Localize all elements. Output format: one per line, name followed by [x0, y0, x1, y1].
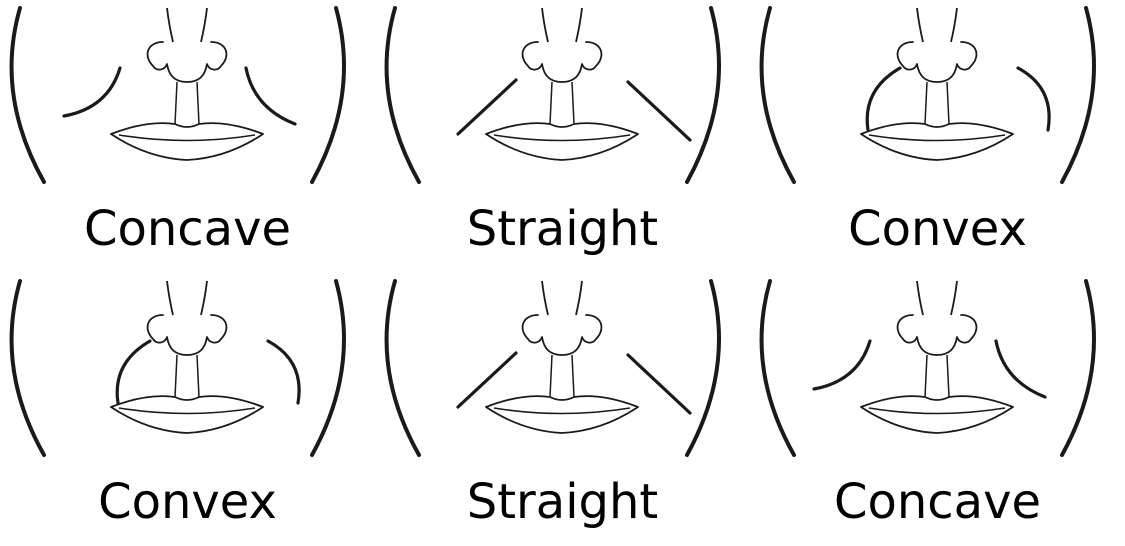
fold-line-left [64, 68, 120, 116]
face-drawing [375, 0, 750, 200]
nose-bridge-right [201, 281, 207, 315]
panel-label: Straight [375, 205, 750, 253]
face-drawing [750, 273, 1125, 473]
nose-bridge-right [576, 281, 582, 315]
face-outline-right [1062, 8, 1094, 182]
panel-label: Straight [375, 478, 750, 526]
lips [111, 396, 263, 433]
nose-bridge-left [167, 8, 173, 42]
nose-bridge-left [542, 281, 548, 315]
nose-shape [523, 315, 602, 355]
face-drawing [0, 273, 375, 473]
lips [486, 123, 638, 160]
fold-line-left [117, 341, 150, 403]
philtrum-right [197, 82, 199, 124]
panel-label: Convex [0, 478, 375, 526]
nose-shape [523, 42, 602, 82]
panel-label: Concave [0, 205, 375, 253]
fold-line-right [268, 341, 299, 403]
face-outline-left [387, 8, 419, 182]
nose-bridge-left [542, 8, 548, 42]
nose-bridge-right [951, 281, 957, 315]
face-drawing [0, 0, 375, 200]
panel-6: Concave [750, 273, 1125, 546]
face-outline-left [12, 281, 44, 455]
face-outline-right [1062, 281, 1094, 455]
fold-line-left [814, 341, 870, 389]
lips [111, 123, 263, 160]
philtrum-left [925, 82, 927, 124]
lip-line [869, 408, 1005, 414]
lips [861, 123, 1013, 160]
panel-5: Straight [375, 273, 750, 546]
fold-line-right [628, 82, 690, 140]
face-outline-right [312, 281, 344, 455]
panel-3: Convex [750, 0, 1125, 273]
fold-line-right [628, 355, 690, 413]
face-outline-right [312, 8, 344, 182]
philtrum-right [572, 355, 574, 397]
panel-label: Convex [750, 205, 1125, 253]
panel-2: Straight [375, 0, 750, 273]
philtrum-left [550, 355, 552, 397]
fold-line-right [1018, 68, 1049, 130]
face-outline-left [12, 8, 44, 182]
lips [486, 396, 638, 433]
panel-4: Convex [0, 273, 375, 546]
face-outline-left [762, 281, 794, 455]
lip-line [119, 408, 255, 414]
face-drawing [375, 273, 750, 473]
lip-line [494, 135, 630, 141]
fold-line-left [867, 68, 900, 130]
nose-bridge-right [951, 8, 957, 42]
philtrum-right [197, 355, 199, 397]
nose-bridge-left [917, 8, 923, 42]
face-outline-right [687, 281, 719, 455]
philtrum-left [925, 355, 927, 397]
fold-line-right [246, 68, 295, 124]
philtrum-right [572, 82, 574, 124]
panel-1: Concave [0, 0, 375, 273]
nose-bridge-left [167, 281, 173, 315]
nose-shape [148, 315, 227, 355]
philtrum-left [175, 82, 177, 124]
nose-bridge-right [201, 8, 207, 42]
philtrum-left [550, 82, 552, 124]
fold-line-right [996, 341, 1045, 397]
fold-line-left [458, 353, 516, 407]
fold-line-left [458, 80, 516, 134]
nose-bridge-right [576, 8, 582, 42]
face-outline-left [762, 8, 794, 182]
face-drawing [750, 0, 1125, 200]
philtrum-left [175, 355, 177, 397]
lip-line [119, 135, 255, 141]
nose-bridge-left [917, 281, 923, 315]
nose-shape [148, 42, 227, 82]
face-outline-right [687, 8, 719, 182]
lip-line [869, 135, 1005, 141]
philtrum-right [947, 355, 949, 397]
philtrum-right [947, 82, 949, 124]
lip-line [494, 408, 630, 414]
face-outline-left [387, 281, 419, 455]
nose-shape [898, 42, 977, 82]
nose-shape [898, 315, 977, 355]
panel-label: Concave [750, 478, 1125, 526]
lips [861, 396, 1013, 433]
